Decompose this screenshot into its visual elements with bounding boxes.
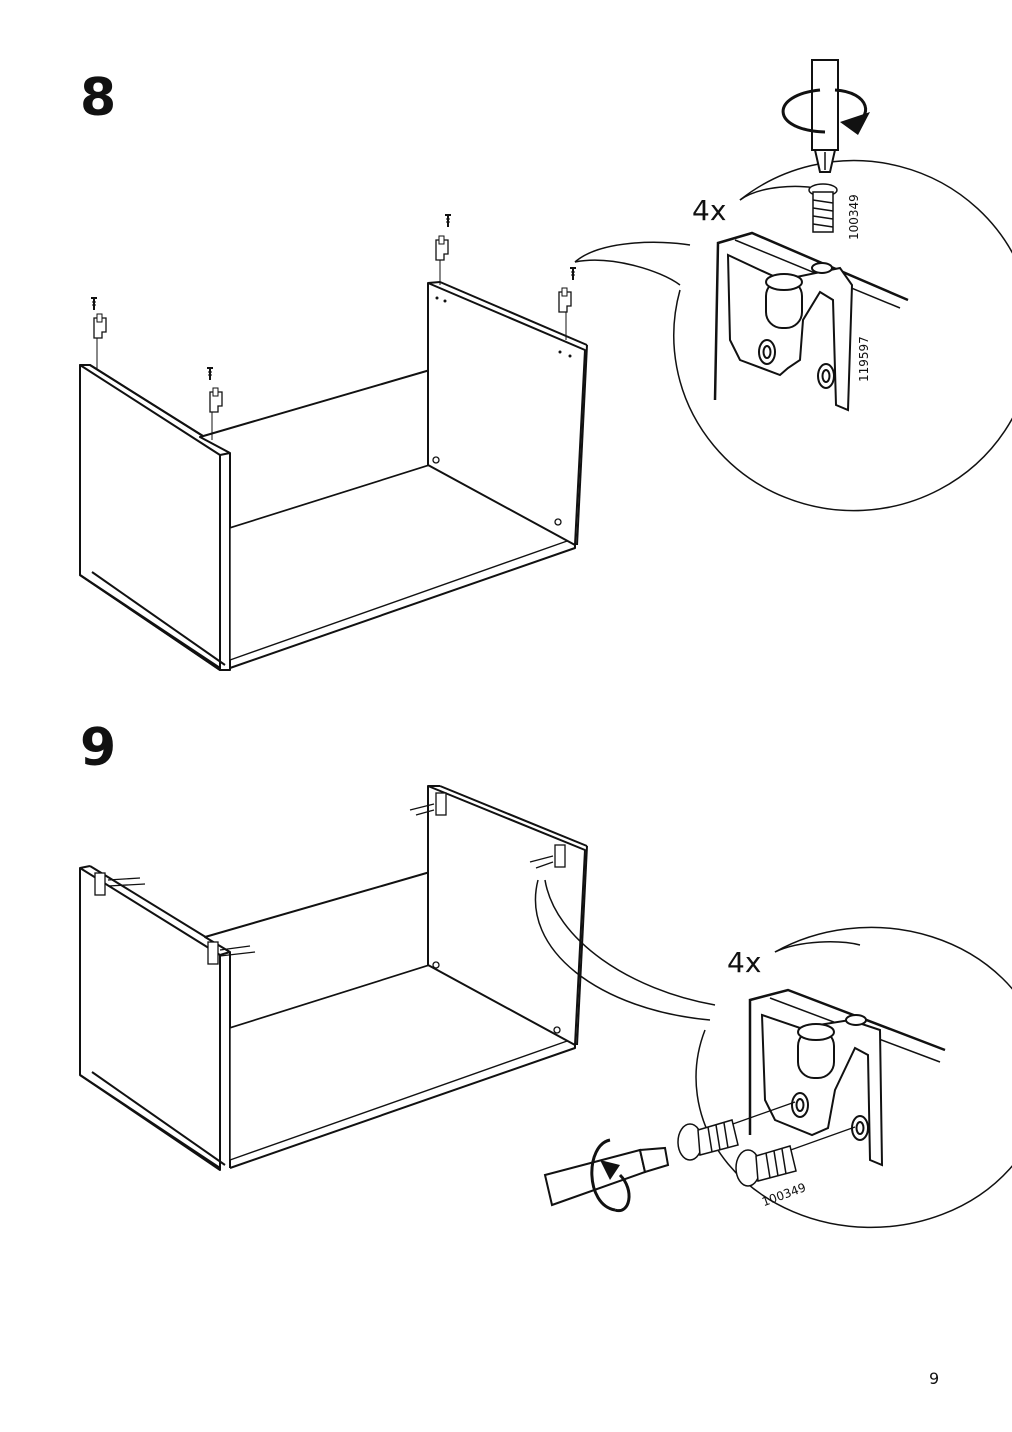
screw-icon xyxy=(677,1119,797,1187)
step9-cabinet xyxy=(79,785,588,1171)
screw-icon xyxy=(808,183,838,233)
screwdriver-icon xyxy=(543,1146,670,1207)
step8-cabinet xyxy=(79,281,588,671)
hinge-plate-icon xyxy=(729,988,946,1167)
step9-detail-callout xyxy=(534,879,1012,1229)
step9-brackets xyxy=(94,792,566,965)
step8-detail-callout xyxy=(574,159,1012,512)
part-number: 100349 xyxy=(847,194,861,240)
step8-brackets xyxy=(90,214,577,440)
rotate-arrow-icon xyxy=(781,88,870,135)
step-number: 9 xyxy=(80,718,117,778)
rotate-arrow-icon xyxy=(590,1138,631,1213)
page-number: 9 xyxy=(929,1369,940,1388)
quantity-label: 4x xyxy=(727,946,762,979)
step-number: 8 xyxy=(80,68,117,128)
screwdriver-icon xyxy=(811,59,839,173)
quantity-label: 4x xyxy=(692,194,727,227)
hinge-plate-icon xyxy=(713,231,909,412)
part-number: 119597 xyxy=(857,336,871,382)
